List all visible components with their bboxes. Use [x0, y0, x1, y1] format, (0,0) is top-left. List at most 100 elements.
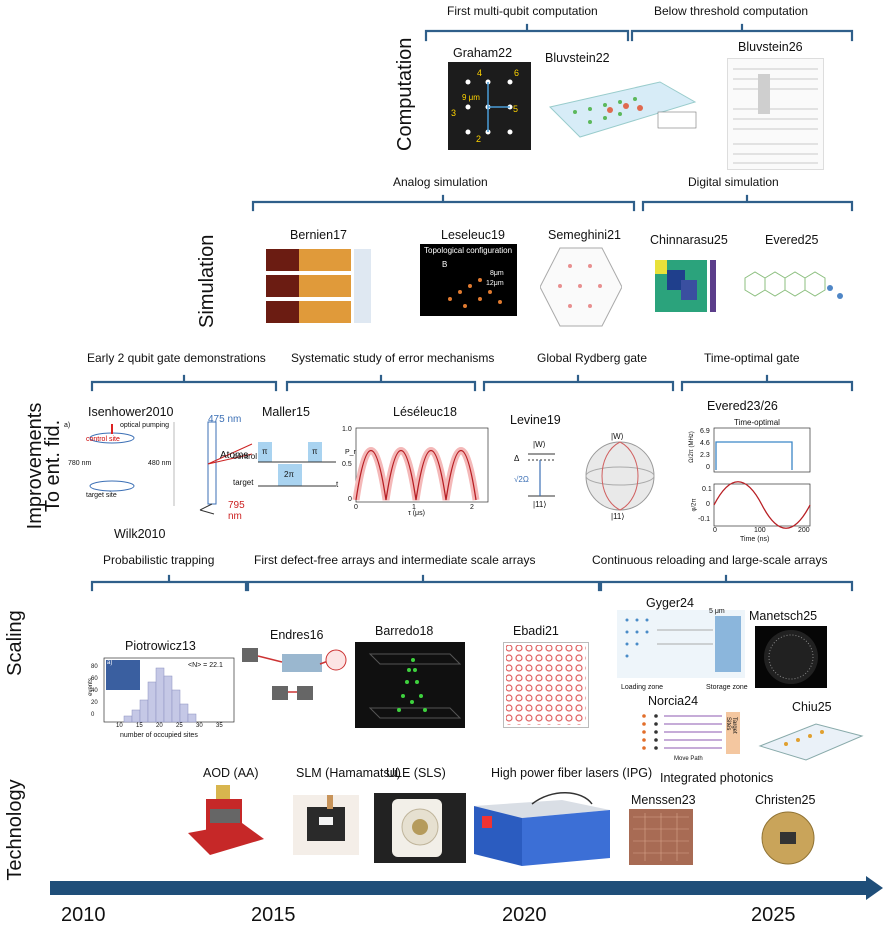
leseleuc18-y-0: 0 — [348, 496, 352, 503]
leseleuc19-8um: 8μm — [490, 270, 504, 277]
tech-label-integrated-photonics: Integrated photonics — [660, 771, 774, 785]
isenhower-optical-pumping: optical pumping — [120, 422, 170, 429]
piotrowicz-ylabel: events — [87, 678, 94, 696]
paper-label-evered25: Evered25 — [765, 233, 819, 247]
group-systematic-study: Systematic study of error mechanisms — [291, 351, 495, 365]
piotrowicz-x-10: 10 — [116, 723, 123, 729]
year-2010: 2010 — [61, 904, 106, 926]
levine-sqrt2omega: √2Ω — [514, 475, 529, 484]
levine19-bloch-figure: |W⟩ Δ √2Ω |11⟩ |W⟩ |11⟩ — [500, 430, 660, 530]
paper-label-semeghini21: Semeghini21 — [548, 228, 621, 242]
christen25-coin-image — [756, 810, 820, 866]
graham-label-5: 5 — [513, 104, 519, 114]
bluvstein22-array-figure — [540, 72, 700, 150]
levine-bloch-11: |11⟩ — [611, 512, 625, 521]
year-2020: 2020 — [502, 904, 547, 926]
graham-label-2: 2 — [476, 134, 482, 144]
norcia-move-path: Move Path — [674, 756, 703, 762]
maller-control: control — [233, 452, 258, 461]
paper-label-barredo18: Barredo18 — [375, 624, 434, 638]
levine-w-level: |W⟩ — [533, 440, 546, 449]
graham-label-4: 4 — [477, 68, 483, 78]
evered-y-23: 2.3 — [700, 452, 710, 459]
row-label-simulation: Simulation — [196, 234, 218, 328]
group-probabilistic-trapping: Probabilistic trapping — [103, 553, 215, 567]
evered-ylabel-phi: φ/2π — [691, 498, 698, 512]
gyger24-array-figure: 5 μm — [617, 608, 745, 678]
paper-label-leseleuc18: Léséleuc18 — [393, 405, 457, 419]
paper-label-chinnarasu25: Chinnarasu25 — [650, 233, 728, 247]
evered25-lattice-figure — [735, 258, 865, 316]
gyger-storage-zone: Storage zone — [706, 684, 748, 691]
paper-label-isenhower2010: Isenhower2010 — [88, 405, 174, 419]
wilk-atoms: Atoms — [220, 450, 249, 461]
evered-x-200: 200 — [798, 527, 810, 534]
group-global-rydberg: Global Rydberg gate — [537, 351, 648, 365]
isenhower-a: a) — [64, 422, 71, 429]
evered-x-100: 100 — [754, 527, 766, 534]
paper-label-gyger24: Gyger24 — [646, 596, 694, 610]
paper-label-levine19: Levine19 — [510, 413, 561, 427]
evered-y-0: 0 — [706, 464, 710, 471]
wilk-795nm: 795 nm — [228, 500, 245, 522]
leseleuc19-config-figure: Topological configuration B 8μm 12μm — [420, 244, 517, 316]
maller-t: t — [336, 480, 339, 489]
evered-y-69: 6.9 — [700, 428, 710, 435]
wilk-475nm: 475 nm — [208, 414, 242, 425]
paper-label-ebadi21: Ebadi21 — [513, 624, 559, 638]
gyger-loading-zone: Loading zone — [621, 684, 664, 691]
isenhower-target-site: target site — [86, 492, 117, 499]
piotrowicz-xlabel: number of occupied sites — [120, 732, 198, 739]
piotrowicz-mean: <N> = 22.1 — [188, 662, 223, 669]
leseleuc18-x-2: 2 — [470, 504, 474, 511]
leseleuc19-b: B — [442, 260, 448, 269]
piotrowicz-x-15: 15 — [136, 723, 143, 729]
paper-label-bluvstein22: Bluvstein22 — [545, 51, 610, 65]
tech-label-slm: SLM (Hamamatsu) — [296, 766, 401, 780]
maller15-pulse-figure: control target π 2π π t — [232, 428, 342, 504]
paper-label-manetsch25: Manetsch25 — [749, 609, 818, 623]
aod-device-image — [188, 783, 264, 865]
leseleuc18-y-1: 1.0 — [342, 426, 352, 433]
piotrowicz-a: a) — [107, 660, 113, 666]
fiber-laser-device-image — [472, 786, 612, 868]
menssen23-chip-image — [629, 809, 693, 865]
semeghini21-kagome-figure — [540, 246, 622, 328]
piotrowicz-x-20: 20 — [156, 723, 163, 729]
piotrowicz-y-0: 0 — [91, 712, 95, 718]
group-early-2qubit: Early 2 qubit gate demonstrations — [87, 351, 266, 365]
evered-phi-m01: -0.1 — [698, 516, 711, 523]
evered23-timeoptimal-figure: Time-optimal 6.9 4.6 2.3 0 0.1 0 -0.1 0 … — [688, 414, 815, 546]
piotrowicz-y-60: 60 — [91, 676, 98, 682]
maller-2pi: 2π — [284, 470, 294, 479]
piotrowicz-y-20: 20 — [91, 700, 98, 706]
tech-label-menssen23: Menssen23 — [631, 793, 696, 807]
paper-label-graham22: Graham22 — [453, 46, 513, 60]
piotrowicz-x-30: 30 — [196, 723, 203, 729]
levine-11-level: |11⟩ — [533, 500, 547, 509]
tech-label-aod: AOD (AA) — [203, 766, 259, 780]
group-continuous-reloading: Continuous reloading and large-scale arr… — [592, 553, 828, 567]
row-label-improvements-2: To ent. fid. — [42, 419, 64, 513]
chiu25-array-figure — [756, 716, 866, 772]
row-label-scaling: Scaling — [4, 610, 26, 676]
leseleuc18-y-05: 0.5 — [342, 461, 352, 468]
paper-label-maller15: Maller15 — [262, 405, 310, 419]
row-label-computation: Computation — [394, 37, 416, 151]
evered-phi-01: 0.1 — [702, 486, 712, 493]
year-2025: 2025 — [751, 904, 796, 926]
gyger-scale: 5 μm — [709, 608, 725, 615]
ule-cavity-image — [374, 793, 466, 863]
evered-ylabel-omega: Ω/2π (MHz) — [688, 431, 695, 463]
evered-y-46: 4.6 — [700, 440, 710, 447]
group-defect-free-arrays: First defect-free arrays and intermediat… — [254, 553, 536, 567]
evered-xlabel: Time (ns) — [740, 536, 770, 543]
group-below-threshold: Below threshold computation — [654, 4, 809, 18]
piotrowicz13-histogram-figure: a) <N> = 22.1 0 20 40 60 80 events 10 15… — [88, 656, 238, 742]
isenhower-480nm: 480 nm — [148, 460, 172, 467]
leseleuc18-ylabel: P_r — [345, 449, 356, 456]
evered-phi-0: 0 — [706, 501, 710, 508]
paper-label-endres16: Endres16 — [270, 628, 324, 642]
endres16-setup-figure — [232, 646, 352, 724]
